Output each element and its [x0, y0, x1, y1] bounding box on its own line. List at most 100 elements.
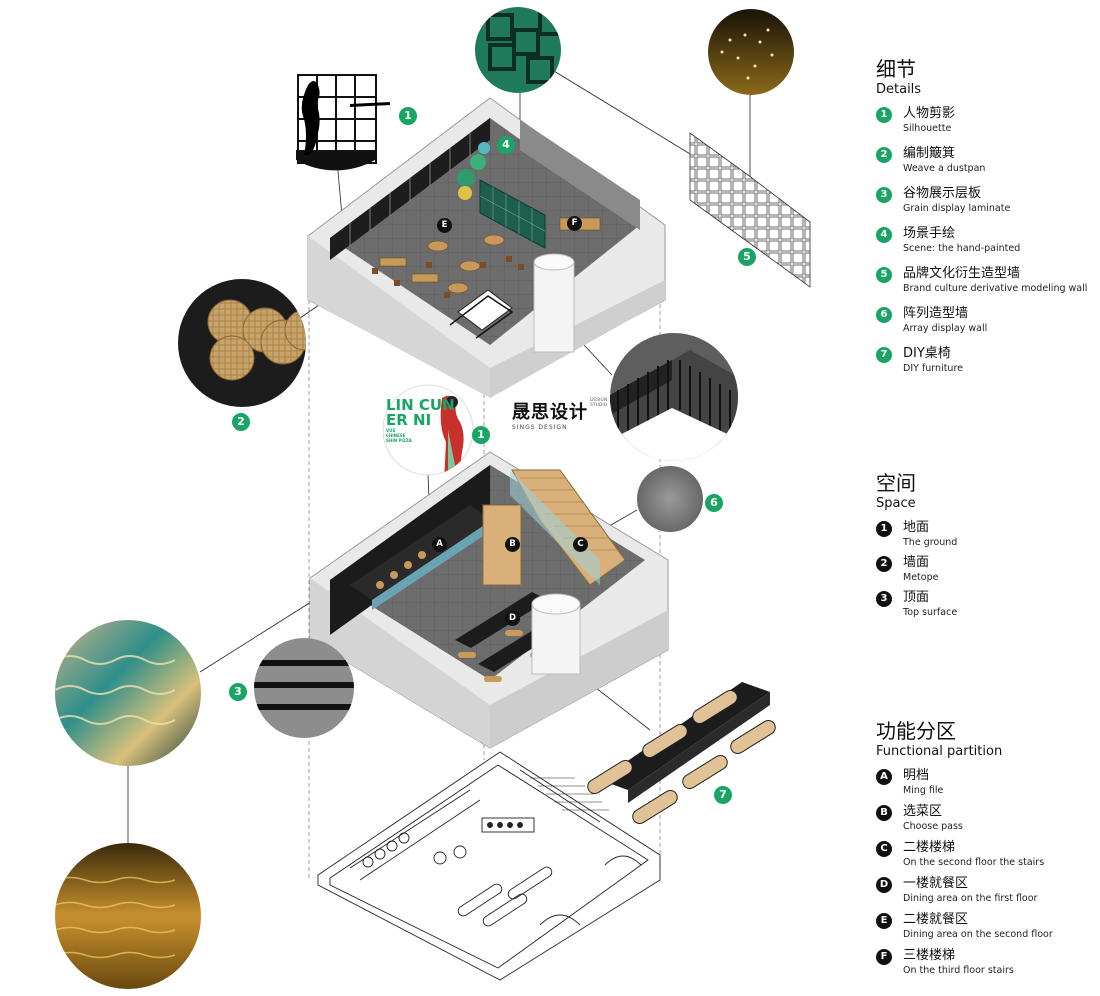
space-item-zh: 顶面	[903, 590, 930, 605]
functional-badge: B	[876, 805, 892, 821]
details-item-en: DIY furniture	[903, 363, 963, 374]
railing-detail	[610, 333, 738, 461]
functional-title-en: Functional partition	[876, 744, 1003, 759]
tag-diy-furniture: 7	[714, 786, 732, 804]
functional-item: B 选菜区 Choose pass	[876, 803, 1096, 839]
tag-slats: 3	[229, 683, 247, 701]
details-badge: 2	[876, 147, 892, 163]
space-item-zh: 地面	[903, 520, 930, 535]
logo-sub: SINGS DESIGN	[512, 424, 568, 431]
poster-small: VUS CHINESE SHIN PIZZA	[386, 428, 412, 443]
concrete-detail	[637, 466, 703, 532]
poster-text: LIN CUN ER NI VUS CHINESE SHIN PIZZA	[386, 398, 456, 443]
floor-plan	[317, 751, 661, 981]
silhouette-detail	[296, 74, 390, 171]
functional-item-en: On the third floor stairs	[903, 965, 1014, 976]
logo-tiny: DESIGN STUDIO	[590, 398, 608, 408]
tag-poster: 1	[472, 426, 490, 444]
space-badge: 1	[876, 521, 892, 537]
functional-item-en: Choose pass	[903, 821, 963, 832]
details-badge: 5	[876, 267, 892, 283]
tag-hand-painted: 4	[497, 136, 515, 154]
details-item-zh: 场景手绘	[903, 226, 956, 241]
zone-tag-a: A	[432, 537, 447, 552]
golden-water-detail	[55, 843, 201, 989]
zone-tag-f: F	[567, 216, 582, 231]
functional-badge: A	[876, 769, 892, 785]
space-item-en: Metope	[903, 572, 939, 583]
details-item: 5 品牌文化衍生造型墙 Brand culture derivative mod…	[876, 265, 1096, 305]
woven-dustpan-detail	[178, 279, 306, 407]
details-badge: 7	[876, 347, 892, 363]
poster-title-1: LIN CUN	[386, 398, 455, 414]
details-item: 7 DIY桌椅 DIY furniture	[876, 345, 1096, 385]
functional-item-zh: 明档	[903, 768, 930, 783]
functional-item-en: Ming file	[903, 785, 944, 796]
details-item: 1 人物剪影 Silhouette	[876, 105, 1096, 145]
first-floor-model	[309, 451, 669, 749]
diy-furniture-detail	[587, 682, 776, 825]
ripple-water-detail	[55, 620, 201, 766]
space-badge: 3	[876, 591, 892, 607]
details-item-zh: 阵列造型墙	[903, 306, 969, 321]
details-badge: 1	[876, 107, 892, 123]
space-title-zh: 空间	[876, 471, 916, 495]
space-item-en: The ground	[903, 537, 958, 548]
space-item: 2 墙面 Metope	[876, 554, 1096, 589]
functional-item-zh: 三楼楼梯	[903, 948, 956, 963]
details-badge: 4	[876, 227, 892, 243]
space-badge: 2	[876, 556, 892, 572]
space-item: 1 地面 The ground	[876, 519, 1096, 554]
brand-logo: 晟思设计 SINGS DESIGN DESIGN STUDIO	[512, 398, 607, 431]
functional-legend: 功能分区 Functional partition A 明档 Ming file…	[876, 719, 1096, 983]
functional-item-zh: 二楼楼梯	[903, 840, 956, 855]
space-title-en: Space	[876, 496, 916, 511]
functional-item-en: Dining area on the first floor	[903, 893, 1038, 904]
tag-array-wall: 6	[705, 494, 723, 512]
details-title-en: Details	[876, 82, 922, 97]
night-lights-detail	[708, 9, 794, 95]
space-item: 3 顶面 Top surface	[876, 589, 1096, 624]
space-legend: 空间 Space 1 地面 The ground 2 墙面 Metope 3 顶…	[876, 471, 1096, 624]
second-floor-model	[307, 97, 666, 398]
tag-dustpan: 2	[232, 413, 250, 431]
details-item: 3 谷物展示层板 Grain display laminate	[876, 185, 1096, 225]
zone-tag-e: E	[437, 218, 452, 233]
details-item: 4 场景手绘 Scene: the hand-painted	[876, 225, 1096, 265]
logo-main: 晟思设计	[512, 402, 588, 423]
space-item-zh: 墙面	[903, 555, 930, 570]
functional-item: E 二楼就餐区 Dining area on the second floor	[876, 911, 1096, 947]
details-item-zh: 品牌文化衍生造型墙	[903, 266, 1021, 281]
slat-ceiling-detail	[254, 638, 354, 738]
details-item-zh: DIY桌椅	[903, 346, 951, 361]
details-item-en: Weave a dustpan	[903, 163, 986, 174]
functional-title-zh: 功能分区	[876, 719, 956, 743]
details-item-en: Grain display laminate	[903, 203, 1011, 214]
functional-item: F 三楼楼梯 On the third floor stairs	[876, 947, 1096, 983]
functional-item: A 明档 Ming file	[876, 767, 1096, 803]
functional-item-zh: 一楼就餐区	[903, 876, 969, 891]
green-grid-detail	[475, 7, 561, 93]
functional-item-en: Dining area on the second floor	[903, 929, 1053, 940]
details-item: 6 阵列造型墙 Array display wall	[876, 305, 1096, 345]
functional-badge: D	[876, 877, 892, 893]
functional-item-zh: 二楼就餐区	[903, 912, 969, 927]
details-title-zh: 细节	[876, 57, 916, 81]
details-item-zh: 人物剪影	[903, 106, 956, 121]
functional-badge: C	[876, 841, 892, 857]
details-item-zh: 谷物展示层板	[903, 186, 982, 201]
details-item-zh: 编制簸箕	[903, 146, 956, 161]
details-item-en: Brand culture derivative modeling wall	[903, 283, 1088, 294]
details-badge: 6	[876, 307, 892, 323]
functional-badge: E	[876, 913, 892, 929]
zone-tag-c: C	[573, 537, 588, 552]
details-item-en: Scene: the hand-painted	[903, 243, 1021, 254]
functional-item-en: On the second floor the stairs	[903, 857, 1045, 868]
brand-wall-detail	[689, 132, 811, 288]
functional-item-zh: 选菜区	[903, 804, 943, 819]
tag-brand-wall: 5	[738, 248, 756, 266]
details-legend: 细节 Details 1 人物剪影 Silhouette 2 编制簸箕 Weav…	[876, 57, 1096, 385]
details-item: 2 编制簸箕 Weave a dustpan	[876, 145, 1096, 185]
details-item-en: Array display wall	[903, 323, 988, 334]
space-item-en: Top surface	[903, 607, 958, 618]
